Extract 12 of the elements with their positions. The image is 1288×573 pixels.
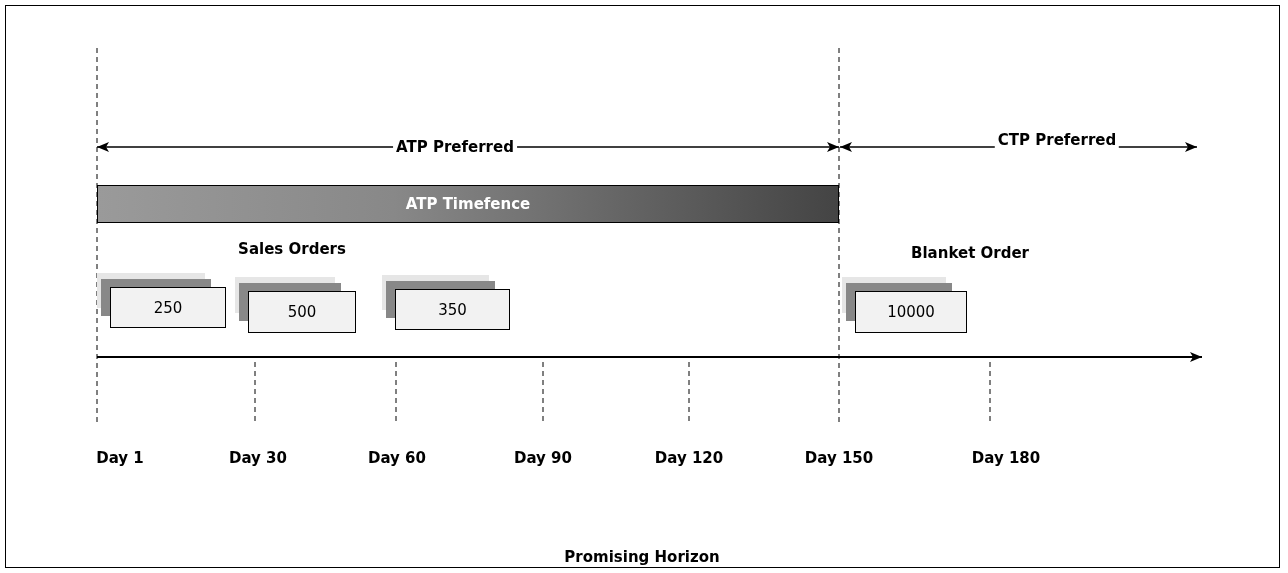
tick-label: Day 60 <box>368 449 426 467</box>
tick-label: Day 120 <box>654 449 724 467</box>
tick-label: Day 30 <box>229 449 287 467</box>
tick-label: Day 1 <box>96 449 144 467</box>
range-label: CTP Preferred <box>994 131 1120 149</box>
axis-title: Promising Horizon <box>564 548 720 566</box>
tick-label: Day 90 <box>514 449 572 467</box>
tick-label: Day 150 <box>804 449 874 467</box>
timefence-bar: ATP Timefence <box>97 185 839 223</box>
tick-label: Day 180 <box>971 449 1041 467</box>
group-label: Sales Orders <box>238 240 346 258</box>
group-label: Blanket Order <box>911 244 1029 262</box>
